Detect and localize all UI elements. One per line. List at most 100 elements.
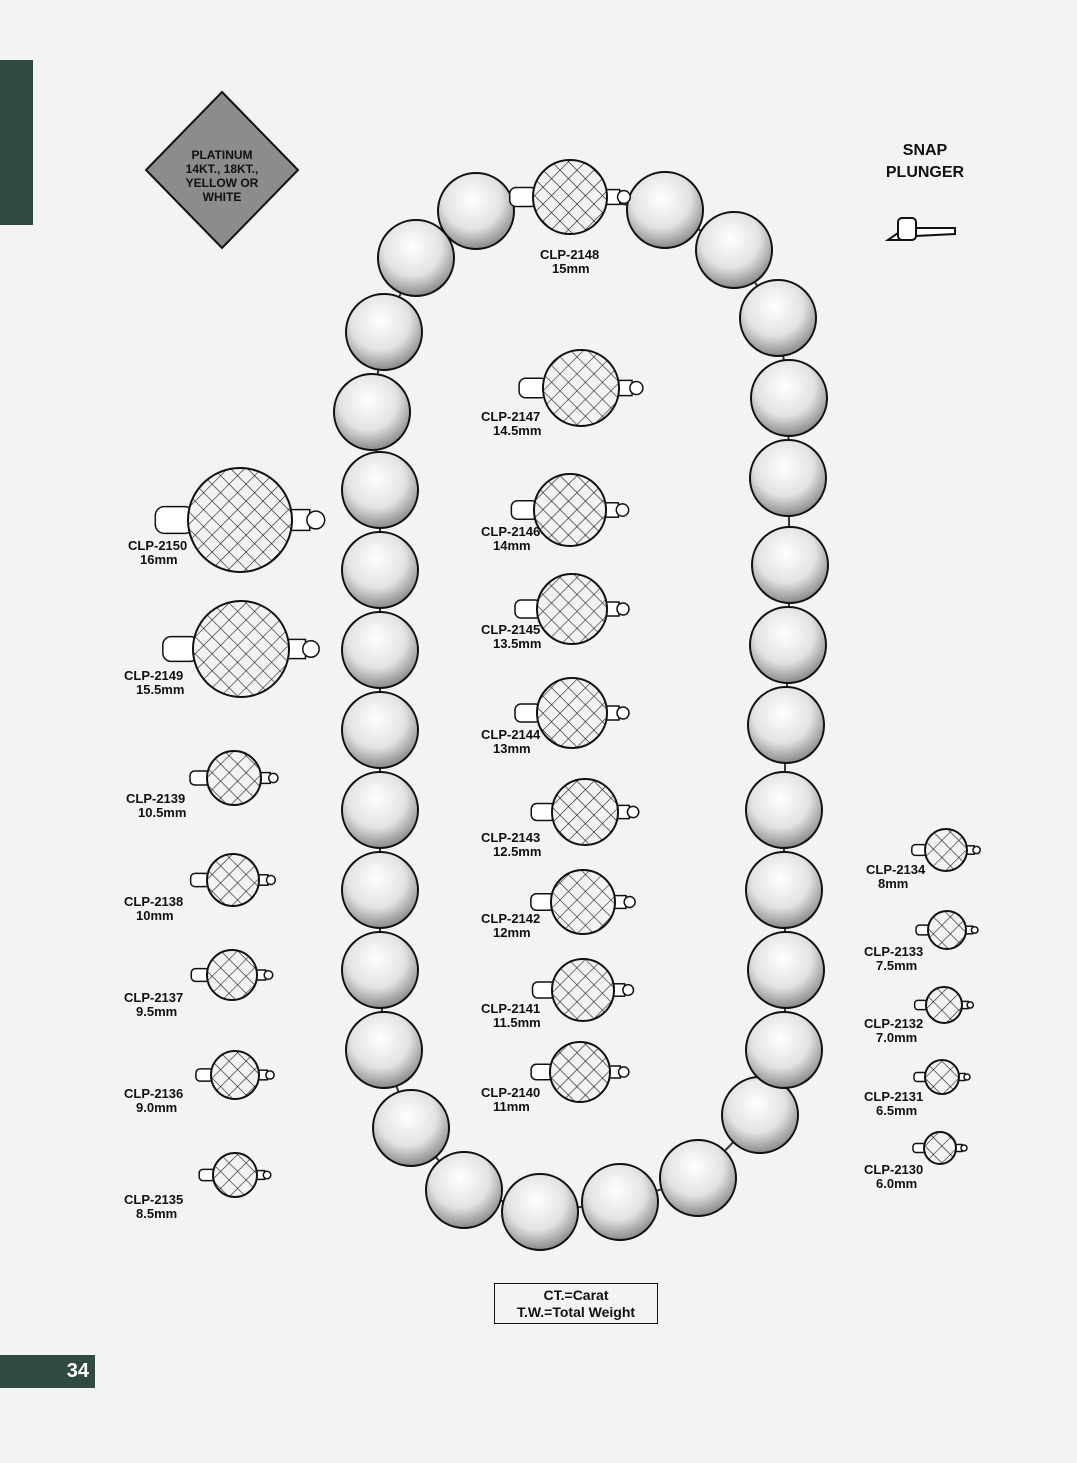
- clasp-disc-icon: [206, 853, 260, 907]
- legend-total-weight: T.W.=Total Weight: [516, 1304, 636, 1320]
- pearl: [745, 1011, 823, 1089]
- clasp-code: CLP-2150: [128, 538, 187, 553]
- clasp-code: CLP-2149: [124, 668, 183, 683]
- clasp-disc-icon: [549, 1041, 611, 1103]
- clasp-loop-icon: [626, 805, 640, 819]
- clasp-disc-icon: [533, 473, 607, 547]
- clasp-loop-icon: [622, 983, 635, 997]
- pearl: [501, 1173, 579, 1251]
- clasp-code: CLP-2147: [481, 409, 540, 424]
- clasp-size: 11mm: [493, 1099, 530, 1114]
- clasp-code: CLP-2141: [481, 1001, 540, 1016]
- clasp-disc-icon: [924, 828, 968, 872]
- pearl: [626, 171, 704, 249]
- clasp-loop-icon: [616, 189, 632, 205]
- clasp-disc-icon: [551, 778, 619, 846]
- clasp-size: 8.5mm: [136, 1206, 177, 1221]
- clasp-size: 13mm: [493, 741, 531, 756]
- clasp-disc-icon: [927, 910, 967, 950]
- pearl: [739, 279, 817, 357]
- pearl: [750, 359, 828, 437]
- clasp-disc-icon: [536, 573, 608, 645]
- clasp-loop-icon: [623, 895, 636, 909]
- clasp-loop-icon: [966, 1001, 975, 1009]
- clasp-disc-icon: [551, 958, 615, 1022]
- clasp-disc-icon: [192, 600, 290, 698]
- clasp-code: CLP-2130: [864, 1162, 923, 1177]
- snap-label-line1: SNAP: [902, 142, 948, 159]
- clasp-loop-icon: [960, 1144, 968, 1152]
- snap-label-line2: PLUNGER: [885, 164, 965, 181]
- clasp-disc-icon: [187, 467, 293, 573]
- pearl: [341, 531, 419, 609]
- clasp-code: CLP-2146: [481, 524, 540, 539]
- clasp-loop-icon: [615, 503, 630, 517]
- pearl: [377, 219, 455, 297]
- clasp-size: 15mm: [552, 261, 590, 276]
- clasp-code: CLP-2132: [864, 1016, 923, 1031]
- clasp-code: CLP-2137: [124, 990, 183, 1005]
- clasp-loop-icon: [963, 1073, 971, 1081]
- clasp-size: 7.0mm: [876, 1030, 917, 1045]
- clasp-code: CLP-2143: [481, 830, 540, 845]
- clasp-size: 8mm: [878, 876, 908, 891]
- clasp-code: CLP-2140: [481, 1085, 540, 1100]
- clasp-code: CLP-2136: [124, 1086, 183, 1101]
- page-number: 34: [0, 1355, 95, 1388]
- clasp-disc-icon: [925, 986, 963, 1024]
- clasp-disc-icon: [206, 949, 258, 1001]
- legend-carat: CT.=Carat: [543, 1287, 609, 1303]
- clasp-code: CLP-2139: [126, 791, 185, 806]
- clasp-size: 16mm: [140, 552, 178, 567]
- clasp-size: 7.5mm: [876, 958, 917, 973]
- pearl: [341, 691, 419, 769]
- pearl: [425, 1151, 503, 1229]
- clasp-code: CLP-2148: [540, 247, 599, 262]
- clasp-code: CLP-2135: [124, 1192, 183, 1207]
- pearl: [695, 211, 773, 289]
- pearl: [747, 931, 825, 1009]
- pearl: [341, 611, 419, 689]
- clasp-disc-icon: [550, 869, 616, 935]
- snap-plunger-label: SNAP PLUNGER: [870, 140, 980, 184]
- clasp-loop-icon: [265, 874, 277, 886]
- badge-line: 14KT., 18KT.,: [186, 162, 259, 176]
- clasp-loop-icon: [616, 706, 630, 720]
- clasp-size: 9.5mm: [136, 1004, 177, 1019]
- abbreviation-legend: CT.=Carat T.W.=Total Weight: [494, 1283, 658, 1324]
- clasp-size: 11.5mm: [493, 1015, 541, 1030]
- badge-line: WHITE: [203, 190, 242, 204]
- pearl: [745, 851, 823, 929]
- pearl: [659, 1139, 737, 1217]
- pearl: [749, 606, 827, 684]
- clasp-loop-icon: [262, 1170, 272, 1180]
- badge-line: PLATINUM: [191, 148, 252, 162]
- clasp-code: CLP-2145: [481, 622, 540, 637]
- clasp-size: 14mm: [493, 538, 531, 553]
- clasp-loop-icon: [970, 925, 979, 935]
- clasp-code: CLP-2133: [864, 944, 923, 959]
- clasp-loop-icon: [267, 772, 279, 784]
- clasp-disc-icon: [532, 159, 608, 235]
- clasp-loop-icon: [617, 1066, 630, 1078]
- clasp-disc-icon: [924, 1059, 960, 1095]
- platinum-badge: PLATINUM 14KT., 18KT., YELLOW OR WHITE: [144, 90, 300, 250]
- pearl: [437, 172, 515, 250]
- clasp-disc-icon: [923, 1131, 957, 1165]
- clasp-disc-icon: [212, 1152, 258, 1198]
- pearl: [341, 771, 419, 849]
- badge-line: YELLOW OR: [186, 176, 259, 190]
